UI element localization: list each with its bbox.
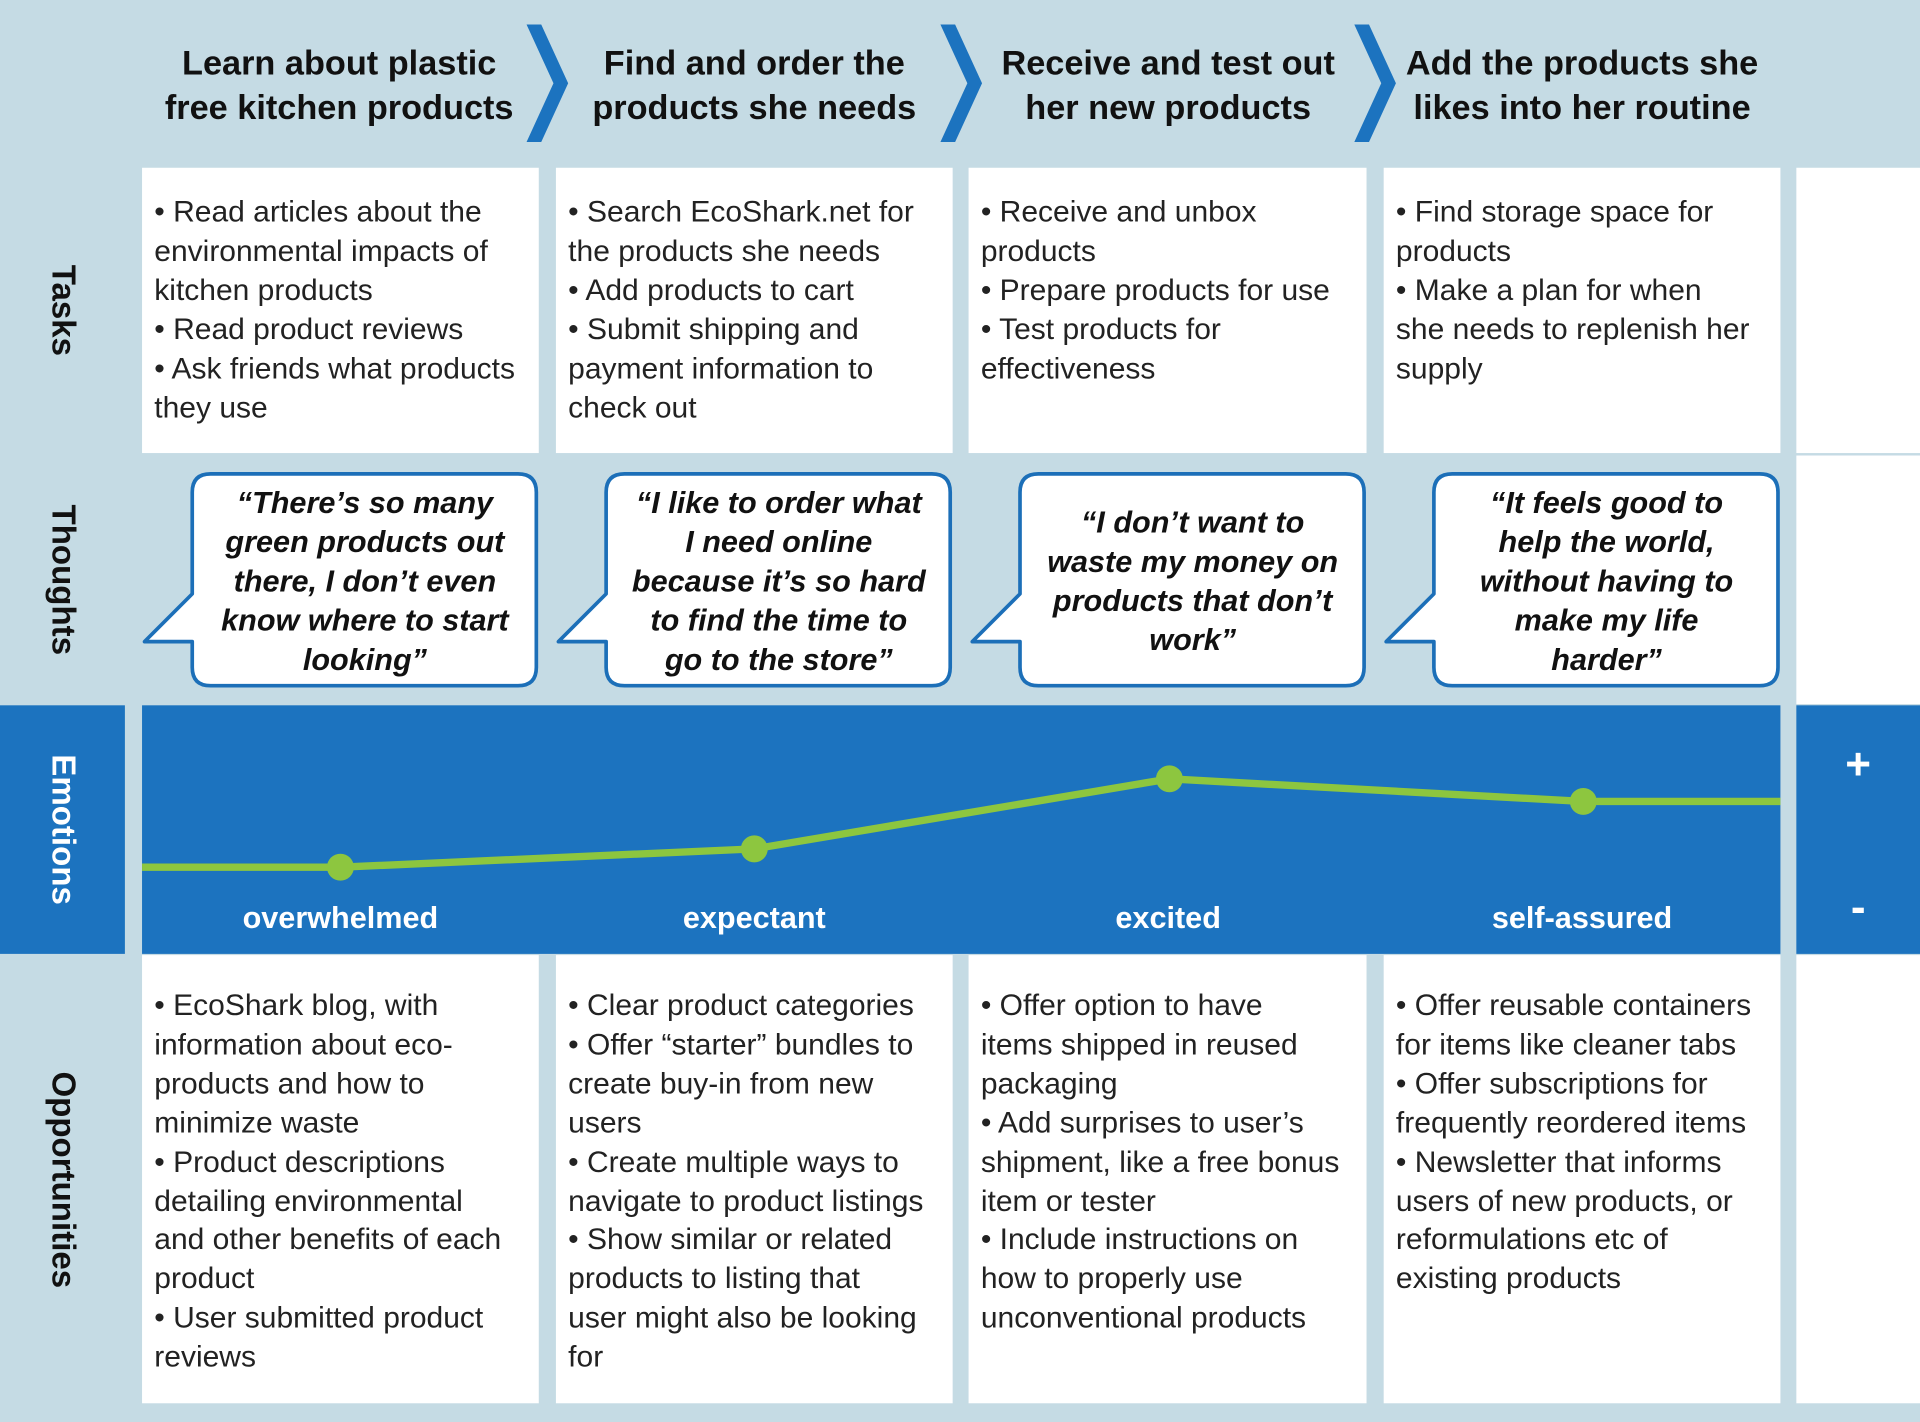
- emotion-label-2: expectant: [682, 901, 826, 936]
- thought-bubbles: [142, 472, 1780, 688]
- row-label-tasks: Tasks: [44, 264, 82, 357]
- emotion-curve: [142, 765, 1781, 881]
- plus-sign: +: [1845, 738, 1872, 789]
- chevron-right-icon: [526, 24, 569, 143]
- thoughts-side-cell: [1796, 455, 1920, 705]
- tasks-side-cell: [1796, 167, 1920, 454]
- chevron-right-icon: [1354, 24, 1396, 143]
- emotion-label-4: self-assured: [1491, 901, 1673, 936]
- phase-title-3: Receive and test out her new products: [1001, 44, 1335, 127]
- phase-title-2: Find and order the products she needs: [592, 44, 917, 127]
- opportunities-side-cell: [1796, 955, 1920, 1404]
- speech-bubble-1: [142, 472, 539, 688]
- emotions-scale: [1796, 705, 1920, 954]
- speech-bubble-2: [556, 472, 953, 688]
- opportunities-cell-2: • Clear product categories• Offer “start…: [555, 955, 953, 1404]
- emotions-band: [142, 705, 1781, 954]
- chevron-right-icon: [940, 24, 983, 143]
- emotions-label-band: [0, 705, 125, 954]
- emotion-point-4: [1569, 787, 1597, 815]
- row-label-opportunities: Opportunities: [44, 1070, 82, 1288]
- emotion-label-1: overwhelmed: [242, 901, 439, 936]
- emotion-point-3: [1155, 765, 1183, 793]
- phase-title-4: Add the products she likes into her rout…: [1405, 44, 1759, 127]
- emotion-point-2: [740, 835, 768, 863]
- phase-title-1: Learn about plastic free kitchen product…: [164, 44, 514, 127]
- minus-sign: -: [1850, 881, 1866, 932]
- emotion-line: [142, 775, 1781, 871]
- emotion-point-1: [326, 853, 354, 881]
- speech-bubble-3: [970, 472, 1366, 688]
- speech-bubble-4: [1384, 472, 1780, 688]
- emotion-label-3: excited: [1115, 901, 1221, 936]
